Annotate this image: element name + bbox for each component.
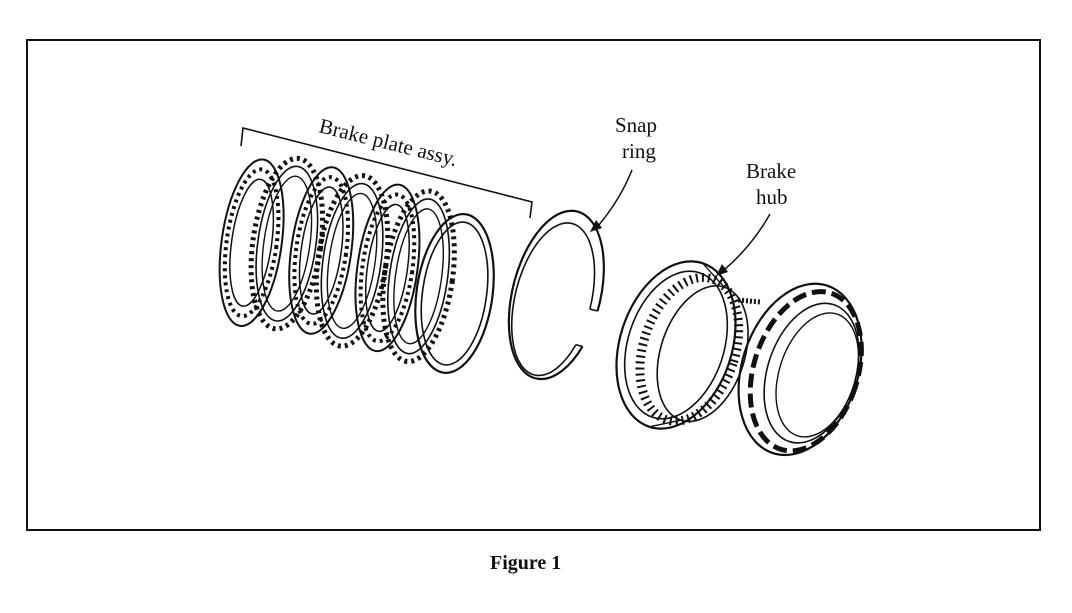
brake-hub-label-line2: hub [756,185,788,209]
brake-hub-leader-arrow [716,264,728,276]
brake-hub-leader [723,213,771,271]
snap-ring-label-line2: ring [622,139,656,163]
pressure-plate [414,212,495,374]
figure-caption: Figure 1 [490,552,561,574]
snap-ring-label-line1: Snap [615,113,657,137]
snap-ring [507,209,605,381]
brake-hub-label-line1: Brake [746,159,796,183]
plate-1 [208,153,296,333]
piston [737,282,864,457]
brake-hub [615,260,749,430]
snap-ring-leader [597,169,633,227]
brake-plate-bracket [240,126,533,219]
brake-plate-assembly [208,149,495,374]
snap-ring-leader-arrow [590,220,602,232]
figure-frame [26,39,1041,531]
brake-plate-assy-label: Brake plate assy. [317,114,460,172]
